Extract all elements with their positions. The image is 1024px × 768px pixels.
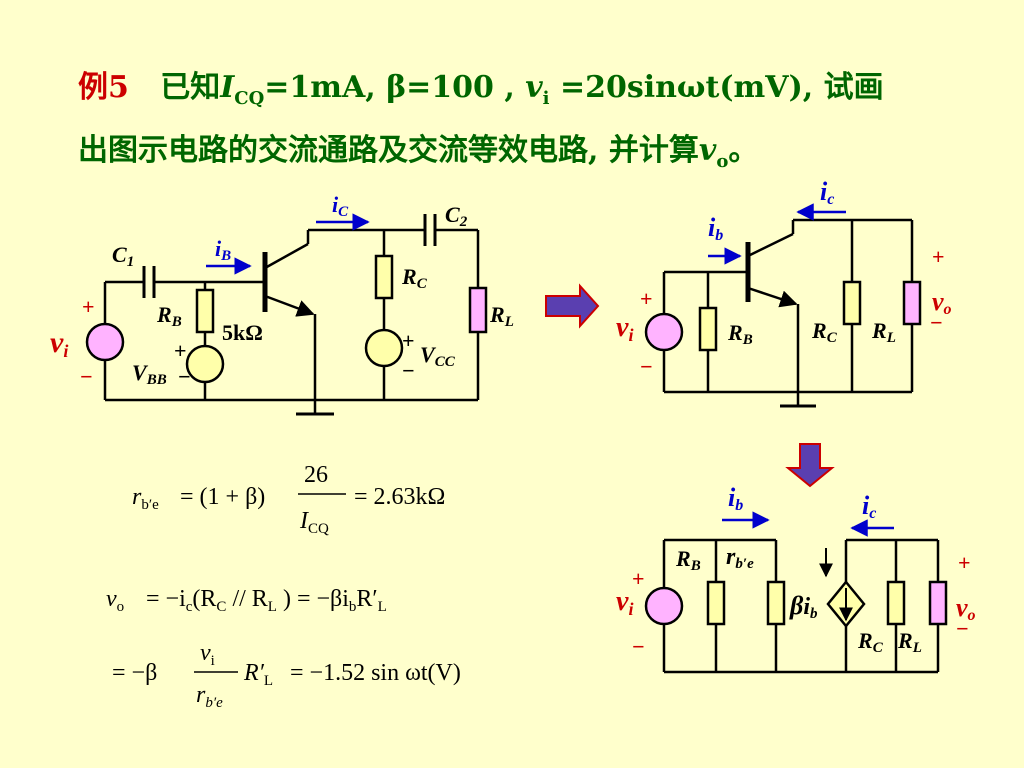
ac-rl-resistor-icon [902,280,922,326]
rb-value-label: 5kΩ [222,320,263,345]
down-arrow-icon [785,443,835,488]
eq2-body: = −ic(RC // RL ) = −βibR′L [146,586,387,615]
right-arrow-icon [545,283,600,329]
c1-ic-label: iC [332,192,349,220]
vcc-label: VCC [420,342,456,370]
circuit-ac-path [644,218,922,408]
rc-resistor-icon [374,254,394,300]
c3-ic-label: ic [862,491,876,522]
circuit-original [85,214,488,416]
title-line2: 出图示电路的交流通路及交流等效电路, 并计算 [78,133,699,168]
title-end: 。 [728,133,759,168]
c3-vi-minus: − [632,634,645,659]
c3-vo-plus: + [958,550,971,575]
c3-ib-label: ib [728,483,743,514]
icq-symbol: I [220,70,235,105]
vcc-plus: + [402,328,415,353]
eq-rbe-resistor-icon [766,580,786,626]
rb-resistor-icon [195,288,215,334]
c3-vo-label: vo [956,593,976,624]
vbb-plus: + [174,338,187,363]
c1-rc-label: RC [401,264,428,292]
c2-vi-label: vi [616,312,633,345]
c3-rc-label: RC [857,628,884,656]
eq1-lhs: rb′e [132,484,159,513]
c2-rl-label: RL [871,318,896,346]
vbb-minus: − [178,364,191,389]
eq1-rhs: = 2.63kΩ [354,484,445,510]
title-prefix: 已知 [160,70,221,105]
c1-rl-label: RL [489,302,514,330]
c2-vi-plus: + [640,286,653,311]
eq-rb-resistor-icon [706,580,726,626]
c3-vo-minus: − [956,616,969,641]
vi-expression: =20sinωt(mV), 试画 [549,70,884,105]
vo-subscript: o [716,151,729,172]
c2-label: C2 [445,202,468,230]
ac-vi-source-icon [644,312,684,352]
c2-vo-plus: + [932,244,945,269]
c3-rbe-label: rb′e [726,544,754,572]
equation-vo: vo = −ic(RC // RL ) = −βibR′L [106,586,387,615]
eq1-mid: = (1 + β) [180,484,265,510]
ac-rb-resistor-icon [698,306,718,352]
equation-vo-result: = −β vi rb′e R′L = −1.52 sin ωt(V) [112,640,461,711]
eq-rl-resistor-icon [928,580,948,626]
c3-vi-plus: + [632,566,645,591]
c2-rc-label: RC [811,318,838,346]
vcc-minus: − [402,358,415,383]
c1-rb-label: RB [156,302,182,330]
c2-ic-label: ic [820,177,834,208]
c1-vi-plus: + [82,294,95,319]
vi-subscript: i [542,88,550,109]
vi-source-icon [85,322,125,362]
title-block: 例5 已知ICQ=1mA, β=100 , vi =20sinωt(mV), 试… [78,62,988,188]
vbb-source-icon [185,344,225,384]
title-given: =1mA, β=100 , [264,70,526,105]
c2-vi-minus: − [640,354,653,379]
eq3-start: = −β [112,660,157,686]
eq3-result: = −1.52 sin ωt(V) [290,660,461,686]
equation-rbe: rb′e = (1 + β) 26 ICQ = 2.63kΩ [132,462,445,537]
eq2-lhs: vo [106,586,124,615]
vi-symbol: v [525,70,543,105]
example-label: 例5 [78,70,129,105]
c2-vo-label: vo [932,287,952,318]
c1-vi-label: vi [50,326,68,361]
vbb-label: VBB [132,360,167,388]
c2-vo-minus: − [930,310,943,335]
c3-rb-label: RB [675,546,701,574]
c3-vi-label: vi [616,586,633,619]
eq3-denominator: rb′e [196,682,223,711]
vcc-source-icon [364,328,404,368]
eq1-denominator: ICQ [299,508,329,537]
icq-subscript: CQ [234,88,265,109]
rl-resistor-icon [468,286,488,334]
c1-ib-label: iB [215,236,231,264]
c2-rb-label: RB [727,320,753,348]
c2-ib-label: ib [708,213,723,244]
eq-vi-source-icon [644,586,684,626]
eq3-rl: R′L [243,660,273,689]
c3-beta-ib-label: βib [789,591,818,622]
eq3-numerator: vi [200,640,215,669]
eq-rc-resistor-icon [886,580,906,626]
c3-rl-label: RL [897,628,922,656]
circuit-equivalent [644,538,948,674]
c1-label: C1 [112,242,134,270]
ac-rc-resistor-icon [842,280,862,326]
vo-symbol: v [698,133,717,168]
c1-vi-minus: − [80,364,93,389]
eq1-numerator: 26 [304,462,328,488]
